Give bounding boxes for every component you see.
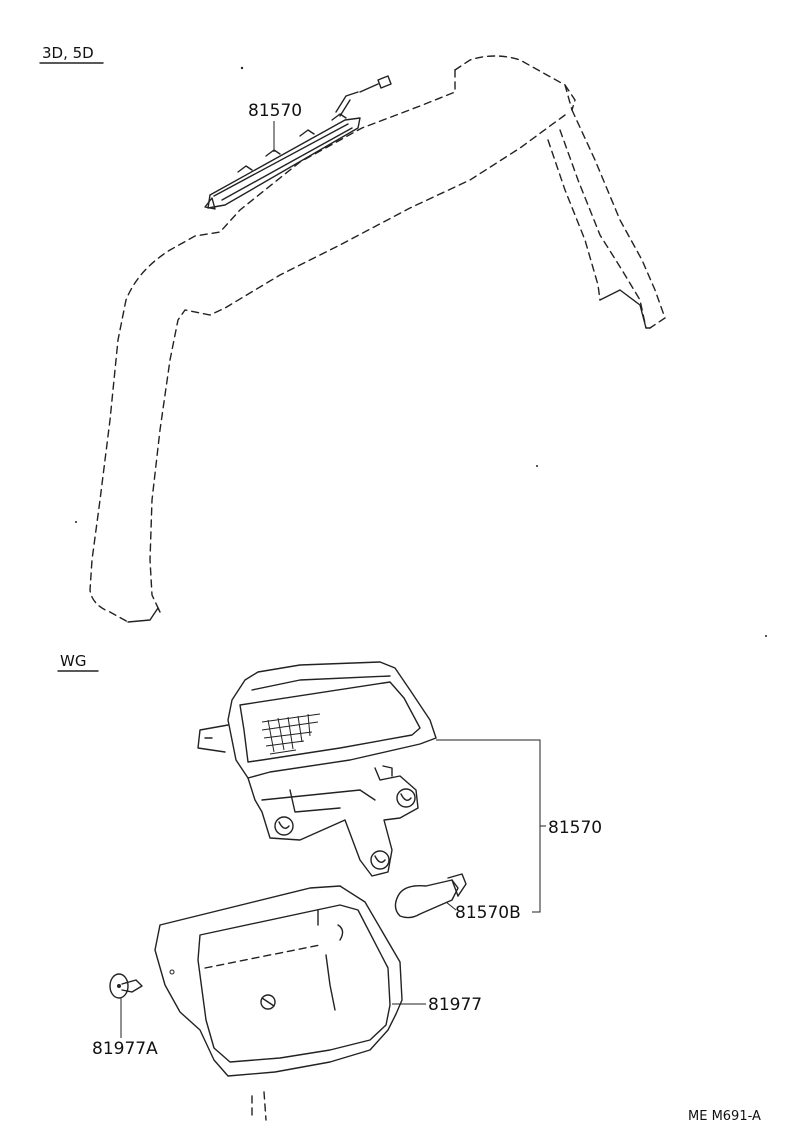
- lens-grid: [261, 713, 321, 755]
- centerline-fragments: [251, 635, 767, 1121]
- svg-text:WG: WG: [60, 652, 86, 670]
- reference-number: ME M691-A: [688, 1109, 761, 1124]
- svg-text:81977: 81977: [428, 995, 482, 1015]
- callout-81570-wg: 81570: [436, 739, 602, 838]
- high-mount-stop-lamp-top: [204, 75, 392, 210]
- lamp-cover: [154, 885, 403, 1077]
- callout-81977: 81977: [392, 995, 482, 1015]
- section-label-wg: WG: [57, 652, 99, 672]
- svg-text:81977A: 81977A: [92, 1039, 158, 1059]
- wg-stop-lamp-assembly: [197, 661, 437, 877]
- clip: [109, 973, 143, 999]
- svg-text:3D, 5D: 3D, 5D: [42, 44, 94, 62]
- svg-text:81570: 81570: [548, 818, 602, 838]
- door-frame-outline: [75, 55, 666, 623]
- section-label-3d-5d: 3D, 5D: [39, 44, 104, 64]
- bulb: [394, 873, 467, 919]
- callout-81570b: 81570B: [445, 826, 541, 923]
- svg-text:81570: 81570: [248, 101, 302, 121]
- callout-81570-top: 81570: [248, 101, 302, 152]
- callout-81977a: 81977A: [92, 998, 158, 1059]
- svg-text:81570B: 81570B: [455, 903, 521, 923]
